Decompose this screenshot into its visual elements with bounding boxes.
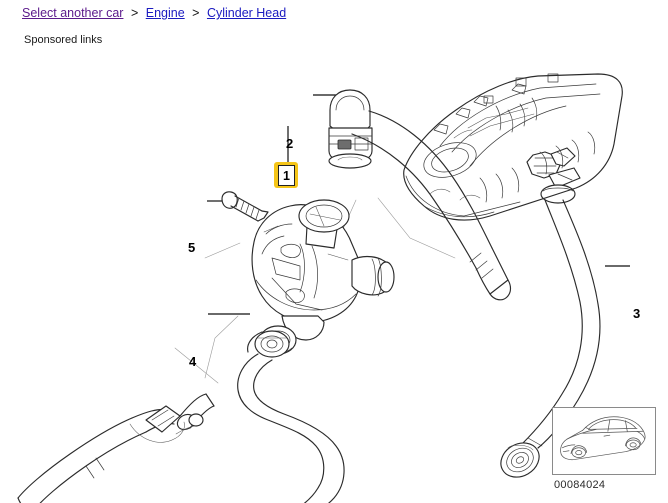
hose4-upper-connector xyxy=(254,330,290,358)
callout-1-label: 1 xyxy=(278,165,295,186)
callout-5[interactable]: 5 xyxy=(188,240,196,255)
diagram-id-label: 00084024 xyxy=(554,479,606,491)
cylinder-head-cover xyxy=(403,73,623,221)
breadcrumb-separator: > xyxy=(130,6,139,20)
callout-2[interactable]: 2 xyxy=(286,136,294,151)
part-5-mounting-bolt xyxy=(221,191,269,222)
hose3-lower-connector xyxy=(500,442,540,478)
vehicle-thumbnail[interactable] xyxy=(552,407,656,475)
breadcrumb-item-select-another-car[interactable]: Select another car xyxy=(22,6,124,20)
breadcrumb-item-engine[interactable]: Engine xyxy=(145,6,185,20)
context-pipe-lower-left xyxy=(17,393,215,503)
part-4-return-hose-lower xyxy=(237,330,345,503)
parts-diagram-drawing: .ln { fill:none; stroke:#2b2b2b; stroke-… xyxy=(17,73,630,503)
vehicle-silhouette-icon xyxy=(560,416,646,461)
sponsored-links-label: Sponsored links xyxy=(24,34,103,46)
callout-1-highlighted[interactable]: 1 xyxy=(274,162,298,188)
callout-4[interactable]: 4 xyxy=(189,354,197,369)
breadcrumb: Select another car > Engine > Cylinder H… xyxy=(22,5,286,21)
breadcrumb-separator: > xyxy=(192,6,200,20)
callout-3[interactable]: 3 xyxy=(633,306,641,321)
part-3-vent-hose-right xyxy=(500,147,601,478)
breadcrumb-item-cylinder-head[interactable]: Cylinder Head xyxy=(206,6,287,20)
part-2-vent-hose-upper xyxy=(328,89,512,301)
parts-diagram: .ln { fill:none; stroke:#2b2b2b; stroke-… xyxy=(0,48,668,503)
